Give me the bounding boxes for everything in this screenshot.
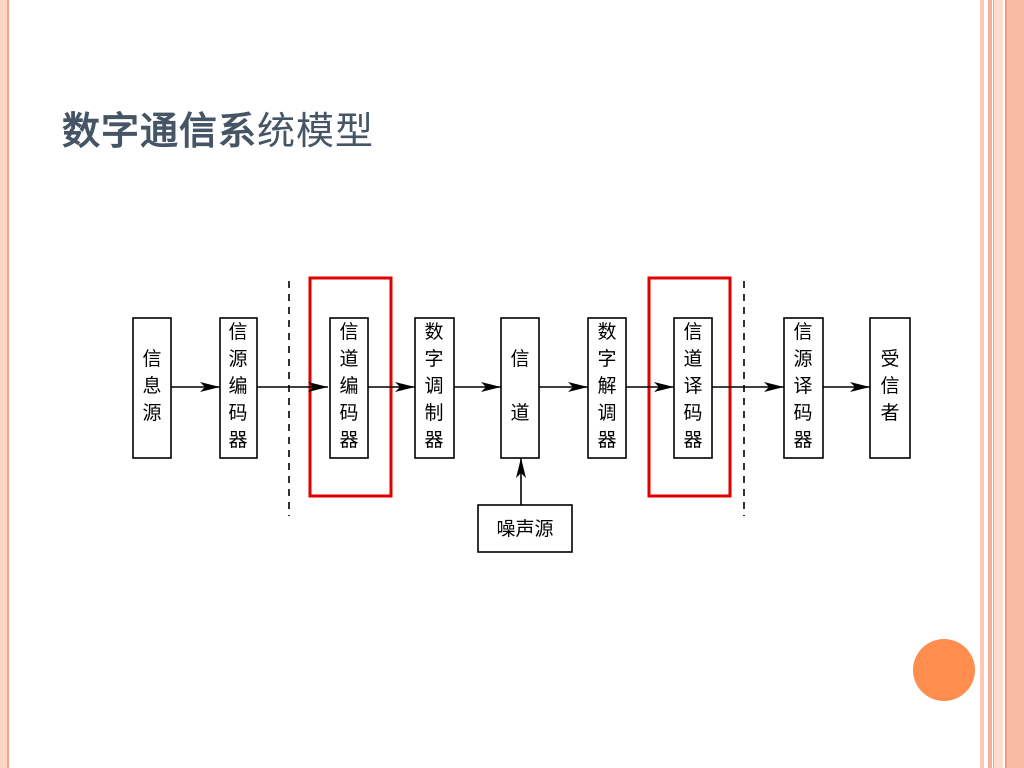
block-source-decoder-char-2: 源 bbox=[793, 348, 812, 370]
block-info-source: 信 息 源 bbox=[132, 317, 172, 459]
block-channel-char-1: 信 bbox=[510, 348, 529, 370]
block-digital-modulator-char-4: 制 bbox=[424, 402, 443, 424]
accent-circle bbox=[913, 639, 975, 701]
block-noise-source: 噪声源 bbox=[477, 504, 573, 553]
block-channel-encoder-char-2: 道 bbox=[339, 348, 358, 370]
block-digital-modulator-char-5: 器 bbox=[424, 429, 443, 451]
block-source-encoder-char-2: 源 bbox=[228, 348, 247, 370]
block-digital-modulator-char-1: 数 bbox=[424, 321, 443, 343]
block-info-source-char-3: 源 bbox=[142, 402, 161, 424]
block-source-decoder-char-5: 器 bbox=[793, 429, 812, 451]
right-border-stripes bbox=[980, 0, 1024, 768]
block-source-decoder-char-4: 码 bbox=[793, 402, 812, 424]
slide-title: 数字通信系统模型 bbox=[62, 100, 374, 155]
block-source-decoder: 信 源 译 码 器 bbox=[783, 317, 824, 459]
block-digital-demodulator-char-3: 解 bbox=[597, 375, 616, 397]
block-source-encoder-char-4: 码 bbox=[228, 402, 247, 424]
block-channel-encoder-char-3: 编 bbox=[339, 375, 358, 397]
block-digital-modulator: 数 字 调 制 器 bbox=[414, 317, 455, 459]
block-digital-demodulator-char-5: 器 bbox=[597, 429, 616, 451]
block-noise-source-label: 噪声源 bbox=[496, 518, 553, 540]
block-digital-demodulator-char-2: 字 bbox=[597, 348, 616, 370]
slide-title-regular-part: 统模型 bbox=[257, 109, 375, 153]
block-channel-decoder-char-5: 器 bbox=[683, 429, 702, 451]
block-channel-decoder-char-1: 信 bbox=[683, 321, 702, 343]
block-channel-decoder-char-2: 道 bbox=[683, 348, 702, 370]
left-border-stripe bbox=[0, 0, 9, 768]
block-info-source-char-1: 信 bbox=[142, 348, 161, 370]
block-source-encoder-char-1: 信 bbox=[228, 321, 247, 343]
block-channel-encoder: 信 道 编 码 器 bbox=[329, 317, 369, 459]
block-source-decoder-char-1: 信 bbox=[793, 321, 812, 343]
block-source-encoder-char-5: 器 bbox=[228, 429, 247, 451]
block-digital-demodulator: 数 字 解 调 器 bbox=[587, 317, 627, 459]
block-source-encoder-char-3: 编 bbox=[228, 375, 247, 397]
block-info-source-char-2: 息 bbox=[142, 375, 161, 397]
block-source-encoder: 信 源 编 码 器 bbox=[219, 317, 258, 459]
block-channel-decoder-char-3: 译 bbox=[683, 375, 702, 397]
block-receiver-char-1: 受 bbox=[880, 348, 899, 370]
block-source-decoder-char-3: 译 bbox=[793, 375, 812, 397]
block-digital-demodulator-char-1: 数 bbox=[597, 321, 616, 343]
block-receiver: 受 信 者 bbox=[869, 317, 911, 459]
block-digital-modulator-char-2: 字 bbox=[424, 348, 443, 370]
block-digital-modulator-char-3: 调 bbox=[424, 375, 443, 397]
block-channel-encoder-char-4: 码 bbox=[339, 402, 358, 424]
block-channel-decoder: 信 道 译 码 器 bbox=[673, 317, 713, 459]
block-receiver-char-2: 信 bbox=[880, 375, 899, 397]
block-channel-decoder-char-4: 码 bbox=[683, 402, 702, 424]
block-channel-encoder-char-1: 信 bbox=[339, 321, 358, 343]
block-channel: 信 道 bbox=[500, 317, 540, 459]
block-channel-encoder-char-5: 器 bbox=[339, 429, 358, 451]
block-receiver-char-3: 者 bbox=[880, 402, 899, 424]
block-digital-demodulator-char-4: 调 bbox=[597, 402, 616, 424]
slide-title-bold-part: 数字通信系 bbox=[62, 109, 258, 153]
block-channel-char-2: 道 bbox=[510, 402, 529, 424]
